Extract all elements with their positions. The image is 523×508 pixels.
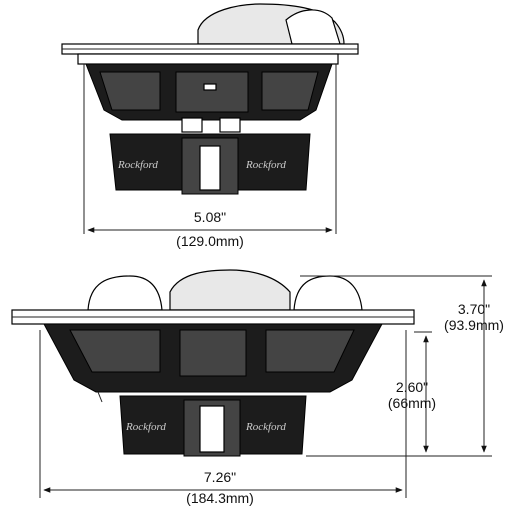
brand-logo-left-bottom: Rockford [125, 421, 166, 433]
brand-logo-right-bottom: Rockford [245, 421, 286, 433]
overall-depth-label: 3.70" [458, 301, 490, 317]
overall-depth-mm-label: (93.9mm) [444, 317, 504, 333]
mount-depth-dimension: 2.60" (66mm) [388, 331, 436, 453]
brand-logo-left: Rockford [117, 159, 158, 171]
bottom-width-mm-label: (184.3mm) [186, 490, 254, 506]
bottom-width-label: 7.26" [204, 469, 236, 485]
top-width-mm-label: (129.0mm) [176, 233, 244, 249]
top-width-label: 5.08" [194, 209, 226, 225]
brand-logo-right: Rockford [245, 159, 286, 171]
speaker-front-view-icon: Rockford Rockford [11, 269, 415, 457]
overall-depth-dimension: 3.70" (93.9mm) [300, 275, 504, 457]
top-width-dimension: 5.08" (129.0mm) [83, 64, 337, 249]
bottom-width-dimension: 7.26" (184.3mm) [39, 330, 407, 506]
mount-depth-label: 2.60" [396, 379, 428, 395]
mount-depth-mm-label: (66mm) [388, 395, 436, 411]
speaker-side-view-icon: Rockford Rockford [61, 3, 359, 195]
